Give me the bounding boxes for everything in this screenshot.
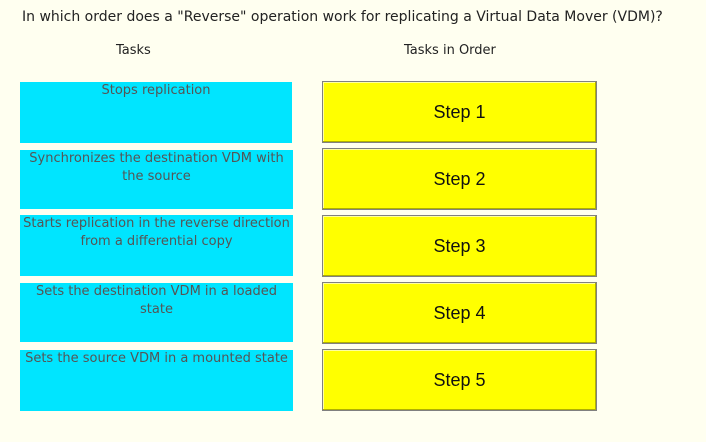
task-item-sets-destination-loaded[interactable]: Sets the destination VDM in a loaded sta… xyxy=(20,283,293,342)
question-text: In which order does a "Reverse" operatio… xyxy=(22,9,663,25)
task-item-sets-source-mounted[interactable]: Sets the source VDM in a mounted state xyxy=(20,350,293,411)
task-item-stops-replication[interactable]: Stops replication xyxy=(20,82,292,143)
tasks-column-header: Tasks xyxy=(116,43,151,58)
step-4-drop-target[interactable]: Step 4 xyxy=(322,282,597,344)
step-2-drop-target[interactable]: Step 2 xyxy=(322,148,597,210)
step-5-drop-target[interactable]: Step 5 xyxy=(322,349,597,411)
step-1-drop-target[interactable]: Step 1 xyxy=(322,81,597,143)
tasks-in-order-column-header: Tasks in Order xyxy=(404,43,496,58)
task-item-synchronizes-destination[interactable]: Synchronizes the destination VDM with th… xyxy=(20,150,293,209)
task-item-starts-replication-reverse[interactable]: Starts replication in the reverse direct… xyxy=(20,215,293,276)
step-3-drop-target[interactable]: Step 3 xyxy=(322,215,597,277)
